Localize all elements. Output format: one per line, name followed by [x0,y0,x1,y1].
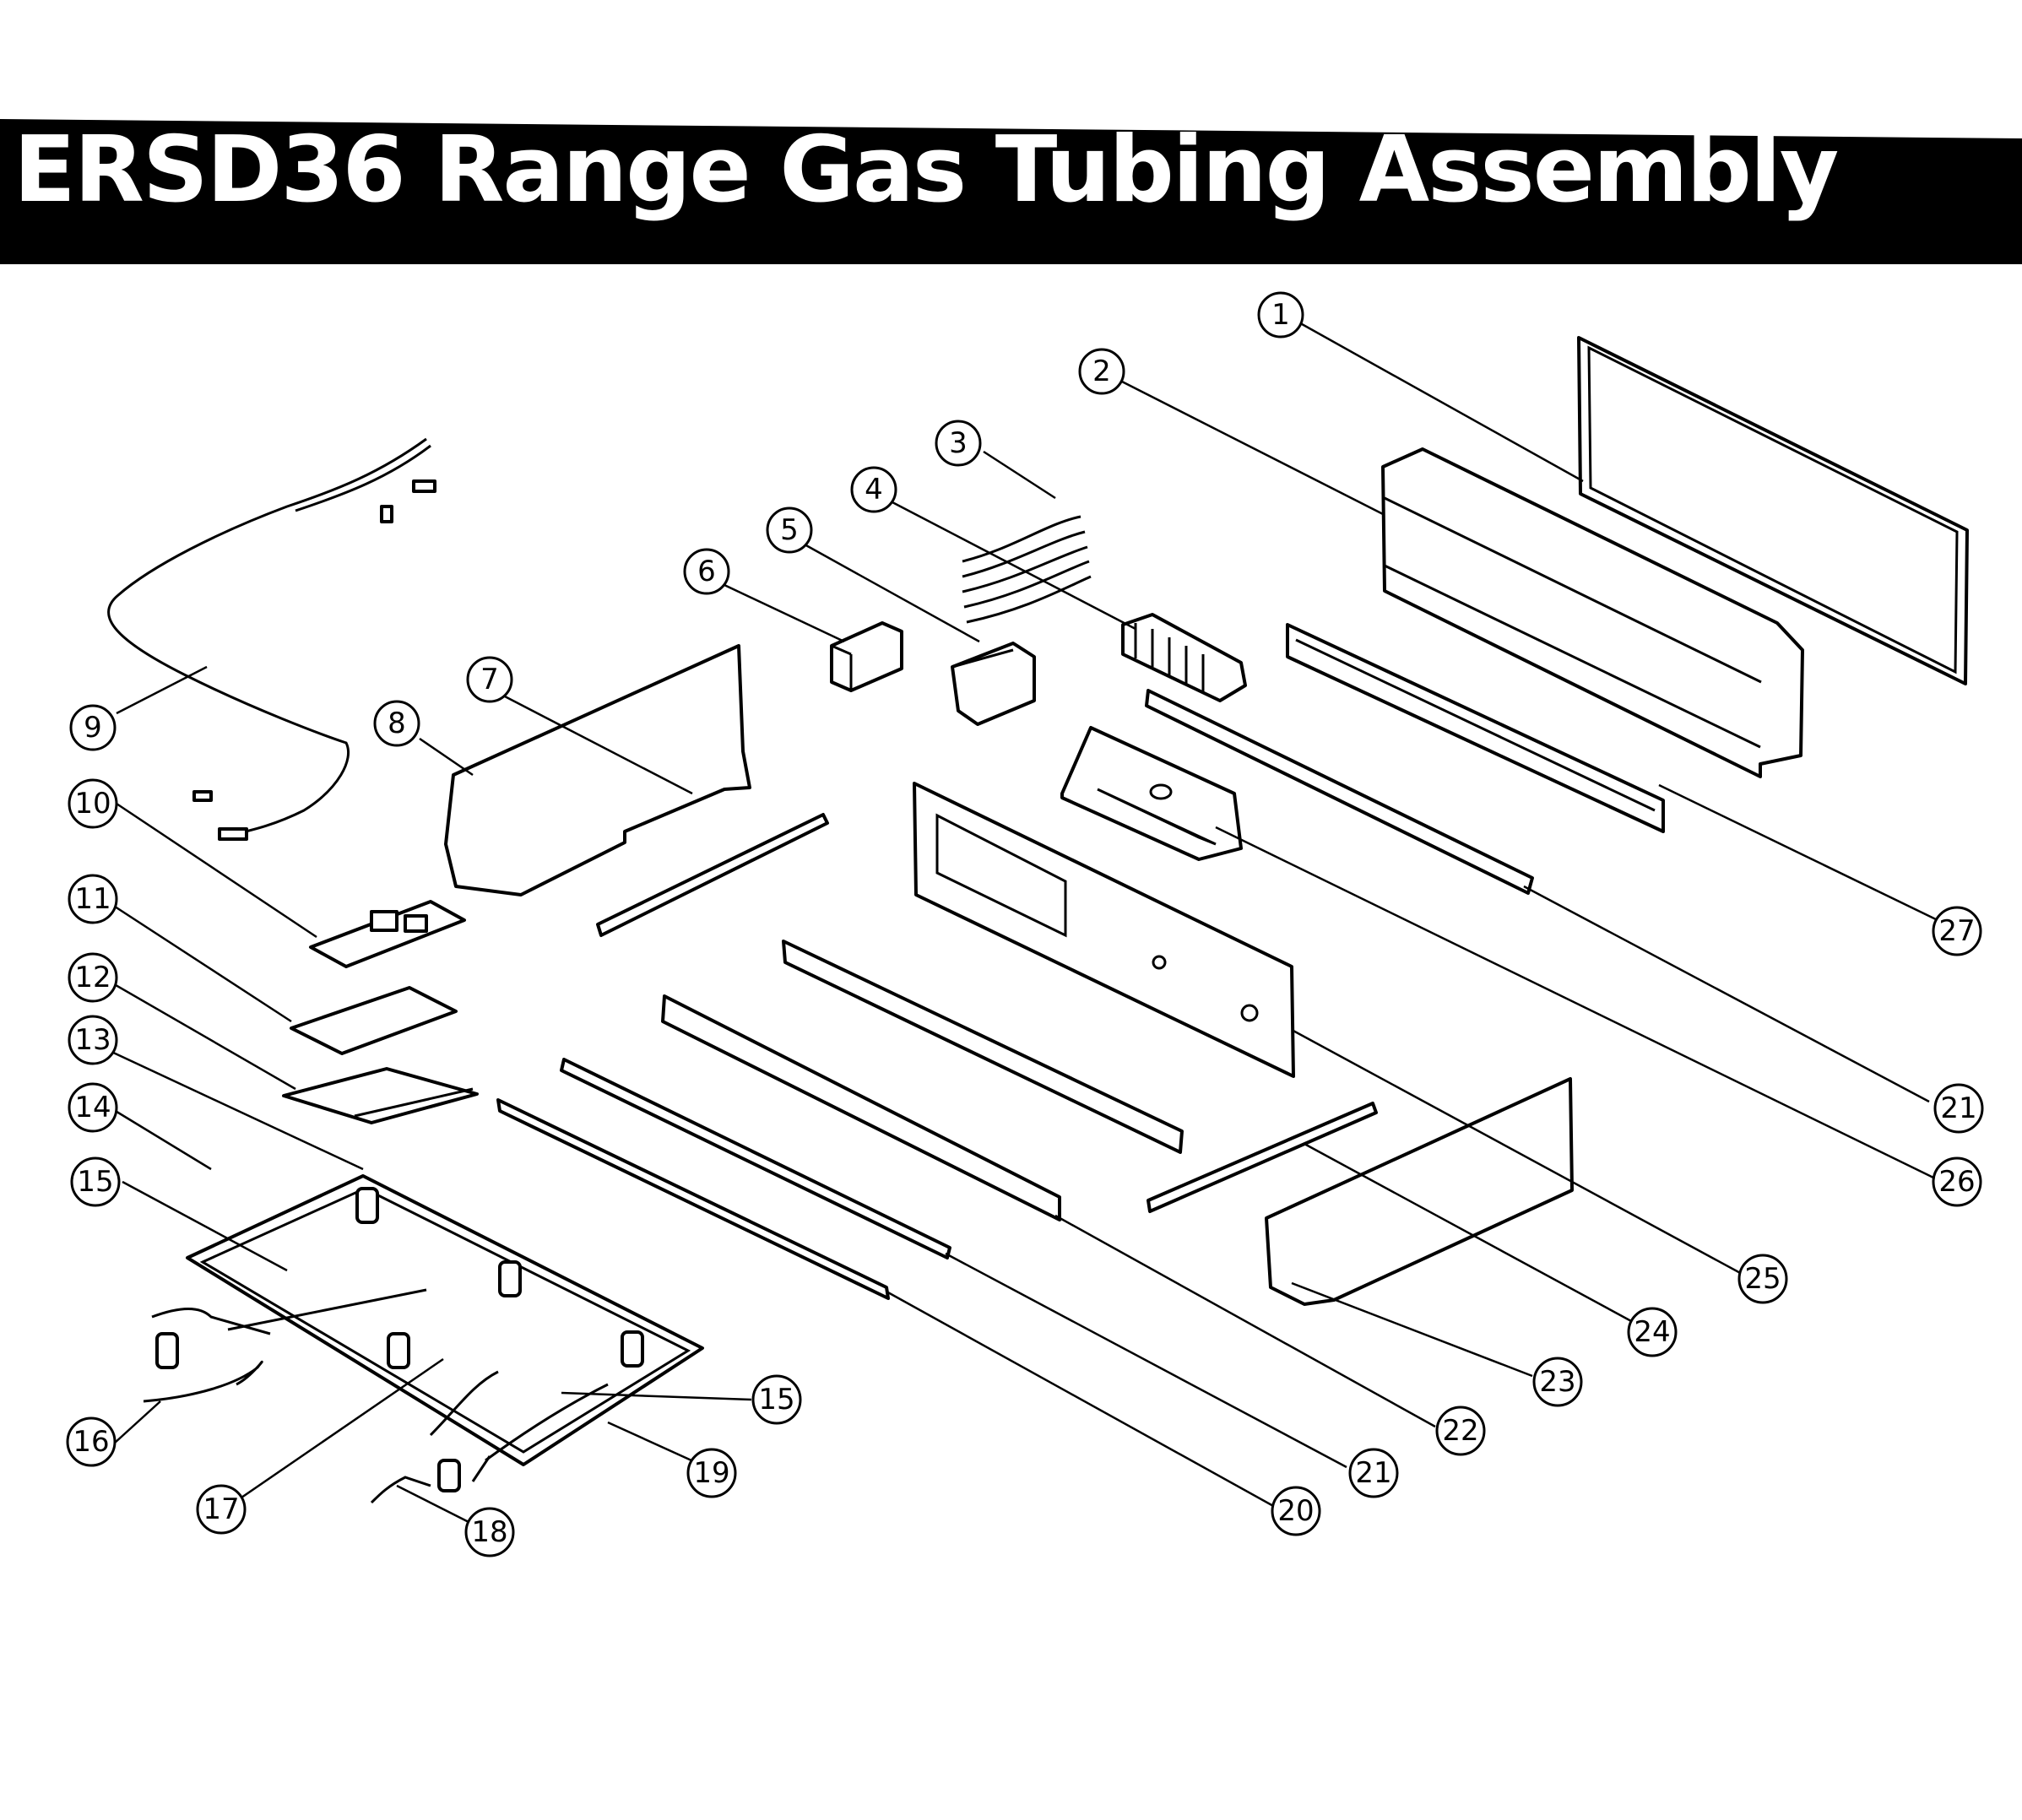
callout-7: 7 [466,656,513,703]
svg-text:16: 16 [73,1425,109,1459]
callout-21a: 21 [1348,1448,1399,1498]
callout-23: 23 [1532,1357,1583,1407]
svg-text:20: 20 [1277,1494,1314,1528]
part-27-rear-rail [1286,623,1665,833]
callout-16: 16 [66,1416,117,1467]
callout-4: 4 [850,466,897,513]
svg-text:22: 22 [1442,1414,1478,1448]
callout-18: 18 [464,1507,515,1557]
part-7-bracket [596,813,829,937]
gas-tubes [143,1288,609,1504]
part-4-fan-motor [1121,613,1247,702]
svg-text:10: 10 [74,787,111,821]
svg-text:11: 11 [74,882,111,916]
callout-15a: 15 [70,1156,121,1207]
svg-text:13: 13 [74,1023,111,1057]
gas-valves [155,1187,644,1492]
callout-19: 19 [686,1448,737,1498]
svg-text:15: 15 [77,1165,113,1199]
part-8-side-panel [444,644,751,896]
svg-text:9: 9 [84,711,102,745]
callout-21b: 21 [1933,1083,1984,1134]
svg-text:21: 21 [1355,1456,1391,1490]
svg-text:19: 19 [693,1456,729,1490]
title-bar [0,119,2022,264]
svg-text:15: 15 [758,1383,794,1416]
part-1-back-panel [1577,336,1969,685]
callout-10: 10 [68,778,118,829]
part-21-lower-rail [560,1058,951,1259]
part-3-wire-set [962,515,1092,624]
svg-text:17: 17 [203,1492,239,1526]
part-20-bracket [496,1098,890,1300]
part-25-rear-panel [913,782,1295,1078]
svg-text:21: 21 [1940,1091,1976,1125]
svg-text:12: 12 [74,961,111,994]
callout-11: 11 [68,874,118,924]
callout-14: 14 [68,1082,118,1133]
svg-text:8: 8 [388,707,406,740]
callout-6: 6 [683,548,730,595]
part-2-rear-trim [1381,447,1804,778]
callout-8: 8 [373,700,420,747]
svg-text:2: 2 [1092,355,1111,388]
part-9-wire-harness [107,437,436,841]
callout-25: 25 [1737,1254,1788,1304]
callout-17: 17 [196,1484,247,1535]
part-6-small-box [830,621,903,692]
svg-text:5: 5 [780,513,799,547]
part-21-upper-rail [1145,689,1534,895]
callout-26: 26 [1932,1156,1982,1207]
callout-13: 13 [68,1015,118,1065]
callout-12: 12 [68,952,118,1003]
svg-text:1: 1 [1271,298,1290,332]
part-23-side-panel [1265,1077,1574,1306]
svg-text:23: 23 [1539,1365,1575,1399]
svg-text:14: 14 [74,1091,111,1124]
svg-text:24: 24 [1634,1315,1670,1349]
callout-5: 5 [766,506,813,554]
callout-3: 3 [935,420,982,467]
part-12-tray [282,1067,479,1124]
page-title: ERSD36 Range Gas Tubing Assembly [14,117,1839,223]
callout-1: 1 [1257,291,1304,339]
callout-22: 22 [1435,1406,1486,1456]
svg-text:25: 25 [1744,1262,1781,1296]
svg-text:4: 4 [865,473,883,506]
mid-rail [782,940,1184,1154]
callout-9: 9 [69,704,117,751]
svg-text:18: 18 [471,1515,507,1549]
svg-text:6: 6 [697,555,716,588]
part-26-blower-housing [1060,726,1243,861]
callout-27: 27 [1932,906,1982,956]
part-11-plate [290,986,458,1055]
callout-24: 24 [1627,1307,1678,1357]
callout-20: 20 [1271,1486,1321,1536]
svg-text:3: 3 [949,426,968,460]
svg-text:27: 27 [1938,914,1975,948]
callout-15b: 15 [751,1374,802,1425]
svg-text:7: 7 [480,663,499,696]
part-24-rail [1147,1102,1378,1213]
part-22-front-rail [661,994,1061,1221]
leader-lines [105,319,1938,1528]
part-5-bracket [951,642,1036,726]
part-10-control-board [309,900,466,968]
callout-2: 2 [1078,348,1125,395]
svg-text:26: 26 [1938,1165,1975,1199]
